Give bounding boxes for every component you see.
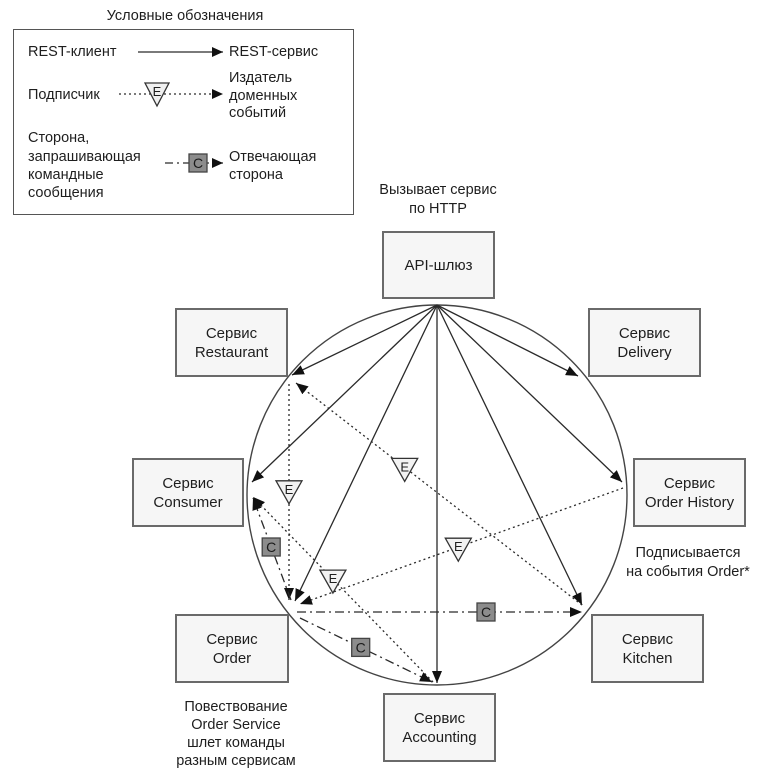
- edge-command-order-to-consumer: [252, 497, 292, 601]
- node-order-history-label-1: Сервис: [663, 474, 716, 492]
- legend-command-responder-line-1: Отвечающая: [229, 149, 317, 165]
- command-marker: C: [476, 602, 496, 622]
- command-marker-box: [476, 602, 496, 622]
- node-restaurant-service[interactable]: Сервис Restaurant: [175, 308, 288, 377]
- saga-note-line-1: Повествование: [184, 699, 288, 715]
- node-delivery-label-1: Сервис: [618, 324, 671, 342]
- node-kitchen-service[interactable]: Сервис Kitchen: [591, 614, 704, 683]
- legend-command-requester-line-2: запрашивающая: [28, 149, 141, 165]
- node-restaurant-label-2: Restaurant: [194, 343, 269, 361]
- event-marker-triangle: [318, 569, 348, 595]
- legend-command-requester-line-4: сообщения: [28, 185, 104, 201]
- saga-note-line-3: шлет команды: [187, 735, 285, 751]
- event-marker-triangle: [444, 537, 473, 563]
- command-marker-label: C: [481, 604, 491, 620]
- order-history-note-line-1: Подписывается: [635, 545, 741, 561]
- node-accounting-service[interactable]: Сервис Accounting: [383, 693, 496, 762]
- legend-title: Условные обозначения: [106, 8, 264, 24]
- command-marker-box: [351, 637, 371, 658]
- command-marker: C: [261, 537, 281, 557]
- node-order-history-service[interactable]: Сервис Order History: [633, 458, 746, 527]
- saga-note-line-4: разным сервисам: [176, 753, 296, 769]
- node-kitchen-label-2: Kitchen: [622, 649, 673, 667]
- legend-event-publisher-line-2: доменных: [229, 88, 298, 104]
- node-api-gateway-label: API-шлюз: [404, 256, 473, 274]
- node-order-service[interactable]: Сервис Order: [175, 614, 289, 683]
- node-accounting-label-1: Сервис: [413, 709, 466, 727]
- node-kitchen-label-1: Сервис: [621, 630, 674, 648]
- command-marker-box: [261, 537, 281, 557]
- legend-event-publisher-line-3: событий: [229, 105, 287, 121]
- event-marker-label: E: [329, 571, 338, 586]
- event-marker: E: [318, 569, 348, 595]
- legend-rest-client: REST-клиент: [28, 44, 117, 60]
- edge-rest-gateway-to-order: [294, 304, 438, 602]
- command-marker: C: [351, 637, 371, 658]
- node-delivery-label-2: Delivery: [617, 343, 672, 361]
- legend-command-requester-line-1: Сторона,: [28, 130, 90, 146]
- node-consumer-label-1: Сервис: [162, 474, 214, 492]
- legend-box: [13, 29, 354, 215]
- edge-event-accounting-to-consumer: [252, 496, 434, 683]
- saga-note-line-2: Order Service: [191, 717, 281, 733]
- legend-rest-service: REST-сервис: [229, 44, 319, 60]
- legend-event-publisher-line-1: Издатель: [229, 70, 293, 86]
- event-marker-label: E: [454, 539, 463, 554]
- node-consumer-service[interactable]: Сервис Consumer: [132, 458, 244, 527]
- node-accounting-label-2: Accounting: [402, 728, 477, 746]
- event-marker: E: [390, 457, 419, 483]
- command-marker-label: C: [266, 539, 276, 555]
- gateway-note-line-2: по HTTP: [409, 201, 467, 217]
- edge-rest-gateway-to-kitchen: [436, 304, 583, 606]
- event-marker-label: E: [400, 459, 409, 474]
- event-marker-label: E: [285, 482, 294, 497]
- legend-command-responder-line-2: сторона: [229, 167, 283, 183]
- node-consumer-label-2: Consumer: [153, 493, 223, 511]
- edge-event-kitchen-to-restaurant: [295, 382, 583, 606]
- event-marker-triangle: [390, 457, 419, 483]
- order-history-note-line-2: на события Order*: [626, 564, 750, 580]
- edge-rest-gateway-to-delivery: [436, 304, 579, 377]
- node-api-gateway[interactable]: API-шлюз: [382, 231, 495, 299]
- event-marker: E: [274, 480, 304, 506]
- node-order-history-label-2: Order History: [644, 493, 735, 511]
- legend-command-requester-line-3: командные: [28, 167, 104, 183]
- node-delivery-service[interactable]: Сервис Delivery: [588, 308, 701, 377]
- event-marker-triangle: [274, 480, 304, 506]
- edge-rest-gateway-to-consumer: [251, 304, 438, 483]
- event-marker: E: [444, 537, 473, 563]
- edge-command-order-to-accounting: [299, 617, 433, 683]
- edge-rest-gateway-to-restaurant: [291, 304, 438, 376]
- node-restaurant-label-1: Сервис: [205, 324, 258, 342]
- edges: [251, 304, 624, 683]
- node-order-label-1: Сервис: [206, 630, 258, 648]
- edge-rest-gateway-to-order-history: [436, 304, 623, 483]
- command-marker-label: C: [356, 639, 366, 655]
- gateway-note-line-1: Вызывает сервис: [379, 182, 497, 198]
- edge-markers: E E E E C C C: [261, 457, 496, 658]
- legend-event-subscriber: Подписчик: [28, 87, 100, 103]
- node-order-label-2: Order: [212, 649, 252, 667]
